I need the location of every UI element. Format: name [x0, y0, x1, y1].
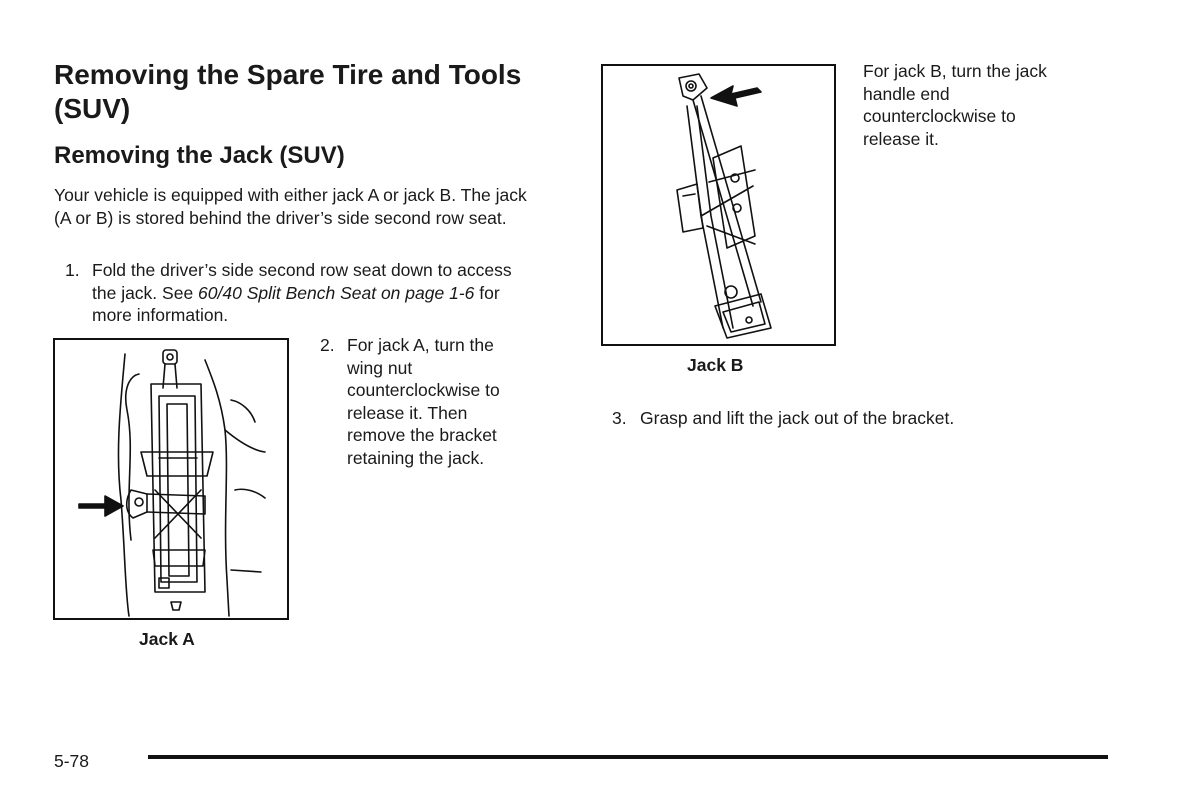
jack-b-caption: Jack B — [687, 355, 744, 375]
jack-a-illustration — [78, 349, 266, 617]
step-1-text-before: Fold the driver’s side second row seat d… — [92, 260, 512, 303]
step-1-text-after: for more information. — [92, 282, 500, 326]
step-3-text: Grasp and lift the jack out of the brack… — [640, 408, 955, 428]
jack-a-caption: Jack A — [139, 629, 195, 649]
jack-b-figure — [601, 64, 836, 346]
page-number: 5-78 — [54, 751, 90, 771]
step-3-number: 3. — [612, 408, 627, 428]
step-1-text: Fold the driver’s side second row seat d… — [92, 259, 535, 327]
step-1: 1. Fold the driver’s side second row sea… — [65, 259, 535, 327]
page-title: Removing the Spare Tire and Tools (SUV) — [54, 59, 522, 124]
intro-paragraph: Your vehicle is equipped with either jac… — [54, 185, 527, 228]
cross-reference-link: 60/40 Split Bench Seat on page 1-6 — [198, 282, 475, 303]
step-1-number: 1. — [65, 260, 80, 280]
footer-rule — [148, 755, 1108, 759]
section-title: Removing the Jack (SUV) — [54, 142, 345, 169]
step-2-text: For jack A, turn the wing nut counterclo… — [347, 335, 500, 468]
step-2: 2. For jack A, turn the wing nut counter… — [320, 334, 530, 469]
step-3: 3. Grasp and lift the jack out of the br… — [612, 407, 1032, 430]
jack-b-illustration — [676, 73, 772, 339]
jack-a-figure — [53, 338, 289, 620]
step-2-number: 2. — [320, 335, 335, 355]
jack-b-instruction: For jack B, turn the jack handle end cou… — [863, 61, 1047, 149]
